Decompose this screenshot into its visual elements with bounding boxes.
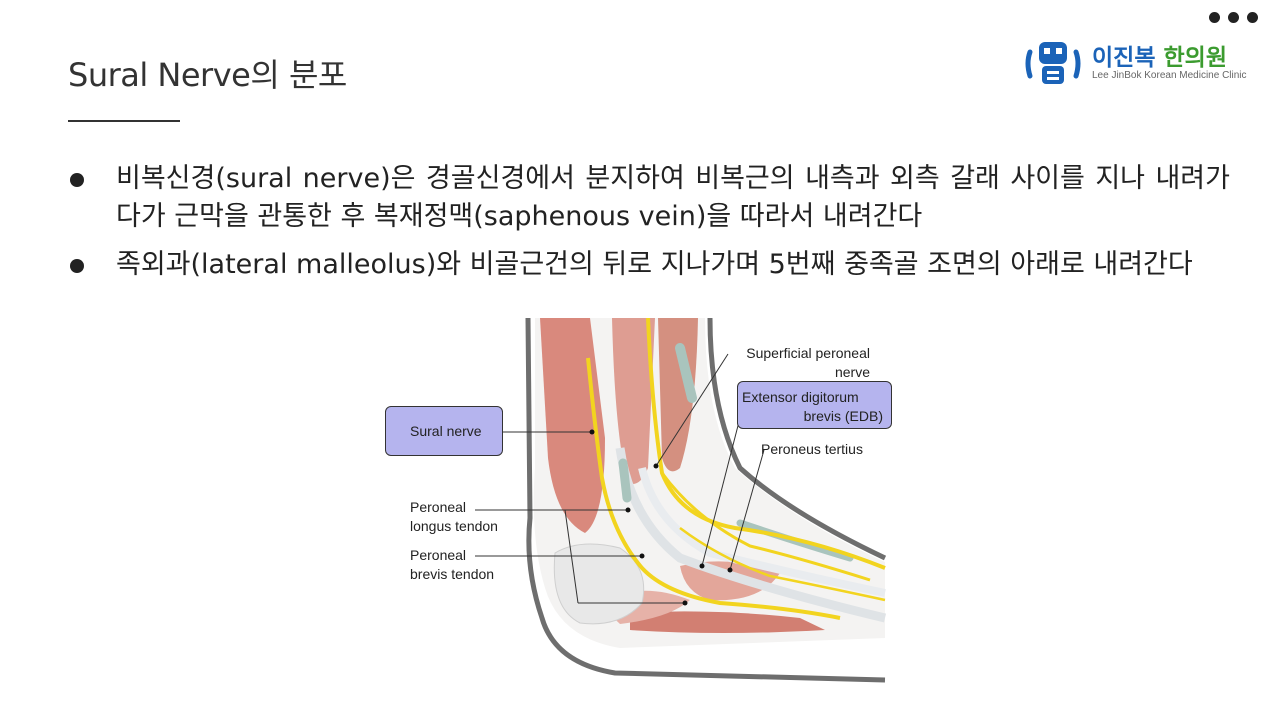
ankle-anatomy-figure: Sural nerve Superficial peroneal nerve E…	[380, 318, 892, 684]
edb-line1: Extensor digitorum	[742, 389, 859, 405]
logo-name-part1: 이진복	[1092, 45, 1156, 71]
dot	[1247, 12, 1258, 23]
peroneal-brevis-tendon-label: Peroneal brevis tendon	[410, 546, 494, 584]
superficial-peroneal-line2: nerve	[834, 364, 870, 380]
peroneal-brevis-line2: brevis tendon	[410, 566, 495, 582]
robot-logo-icon	[1025, 42, 1081, 84]
clinic-logo: 이진복 한의원 Lee JinBok Korean Medicine Clini…	[1022, 38, 1272, 88]
peroneus-tertius-text: Peroneus tertius	[761, 441, 863, 457]
page-title: Sural Nerve의 분포	[68, 56, 347, 94]
sural-nerve-text: Sural nerve	[410, 423, 482, 439]
dot	[1228, 12, 1239, 23]
dot	[1209, 12, 1220, 23]
sural-nerve-label: Sural nerve	[385, 406, 503, 456]
foot-illustration	[475, 318, 887, 683]
logo-name: 이진복 한의원	[1092, 38, 1227, 72]
bullet-item: 비복신경(sural nerve)은 경골신경에서 분지하여 비복근의 내측과 …	[68, 160, 1230, 236]
logo-name-part2: 한의원	[1163, 45, 1227, 71]
logo-subtitle: Lee JinBok Korean Medicine Clinic	[1092, 70, 1247, 81]
more-options-icon[interactable]	[1209, 12, 1258, 23]
peroneal-longus-line1: Peroneal	[410, 499, 467, 515]
edb-line2: brevis (EDB)	[803, 408, 883, 424]
peroneal-brevis-line1: Peroneal	[410, 547, 467, 563]
superficial-peroneal-nerve-label: Superficial peroneal nerve	[720, 344, 870, 382]
peroneal-longus-line2: longus tendon	[410, 518, 498, 534]
edb-label: Extensor digitorum brevis (EDB)	[737, 381, 892, 429]
bullet-list: 비복신경(sural nerve)은 경골신경에서 분지하여 비복근의 내측과 …	[68, 160, 1230, 294]
peroneal-longus-tendon-label: Peroneal longus tendon	[410, 498, 498, 536]
title-underline	[68, 120, 180, 122]
bullet-item: 족외과(lateral malleolus)와 비골근건의 뒤로 지나가며 5번…	[68, 246, 1230, 284]
superficial-peroneal-line1: Superficial peroneal	[746, 345, 870, 361]
peroneus-tertius-label: Peroneus tertius	[761, 440, 863, 459]
